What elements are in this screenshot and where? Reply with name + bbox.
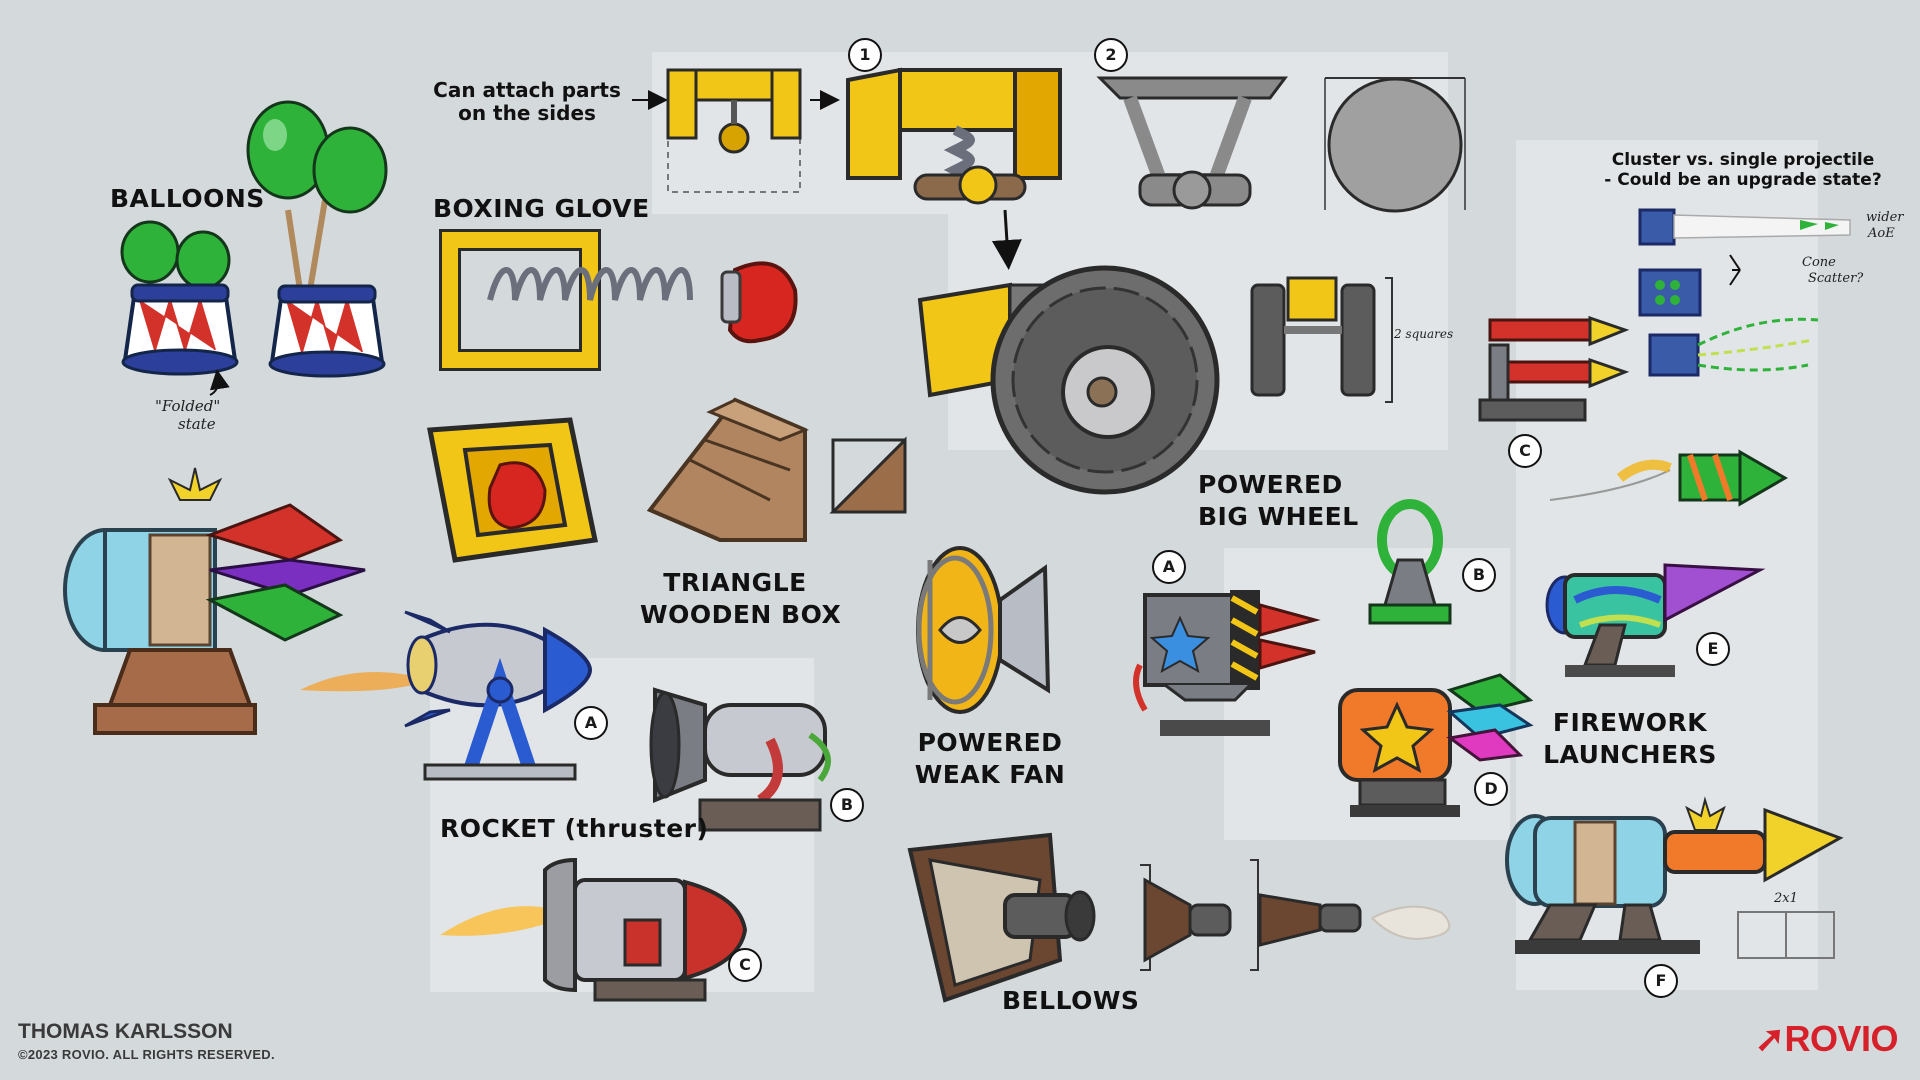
attach-parts-note-line2: on the sides: [458, 101, 596, 125]
firework-f-badge: F: [1644, 964, 1678, 998]
powered-big-wheel-label-line2: BIG WHEEL: [1198, 502, 1359, 531]
two-squares-note: 2 squares: [1394, 327, 1454, 341]
rovio-logo: ➚ROVIO: [1754, 1018, 1899, 1060]
rocket-c-badge: C: [728, 948, 762, 982]
firework-launcher-b: [1368, 499, 1452, 625]
boxing-glove-label: BOXING GLOVE: [433, 194, 650, 223]
powered-weak-fan-label-line1: POWERED: [917, 728, 1063, 757]
cluster-note-line2: - Could be an upgrade state?: [1604, 170, 1882, 190]
glove-crate-icon: [427, 417, 598, 563]
firework-a-badge: A: [1152, 550, 1186, 584]
folded-state-note-line1: "Folded": [155, 397, 221, 415]
step-2-badge: 2: [1094, 38, 1128, 72]
bellows-icon: [907, 832, 1451, 1003]
rocket-icon: [300, 610, 831, 1002]
triangle-box-label-line2: WOODEN BOX: [640, 600, 842, 629]
boxing-glove-icon: [439, 229, 798, 371]
firework-e-badge: E: [1696, 632, 1730, 666]
cluster-note-line1: Cluster vs. single projectile: [1611, 150, 1875, 170]
wooden-crate-icon: [646, 397, 907, 542]
fan-icon: [916, 546, 1051, 714]
firework-launcher-f: [1505, 796, 1844, 959]
attach-parts-note-line1: Can attach parts: [433, 78, 621, 102]
copyright-notice: ©2023 ROVIO. ALL RIGHTS RESERVED.: [18, 1047, 275, 1062]
firework-launcher-e: [1545, 563, 1766, 677]
wider-aoe-note-line2: AoE: [1868, 226, 1895, 241]
cone-scatter-note-line1: Cone: [1802, 255, 1836, 270]
firework-b-badge: B: [1462, 558, 1496, 592]
rocket-a-badge: A: [574, 706, 608, 740]
firework-launcher-a: [1133, 590, 1321, 736]
rovio-logo-mark: ➚: [1754, 1018, 1785, 1059]
wheel-icon: [917, 265, 1393, 495]
firework-d-badge: D: [1474, 772, 1508, 806]
firework-c-badge: C: [1508, 434, 1542, 468]
rocket-b-badge: B: [830, 788, 864, 822]
cluster-projectile-sketch: [1638, 208, 1851, 377]
cone-scatter-note-line2: Scatter?: [1808, 271, 1864, 286]
powered-weak-fan-label-line2: WEAK FAN: [914, 760, 1066, 789]
balloons-label: BALLOONS: [110, 184, 265, 213]
rovio-logo-text: ROVIO: [1784, 1018, 1898, 1059]
step-1-badge: 1: [848, 38, 882, 72]
powered-big-wheel-label-line1: POWERED: [1198, 470, 1343, 499]
firework-launcher-c: [1478, 315, 1788, 507]
firework-launchers-label-line1: FIREWORK: [1552, 708, 1708, 737]
attach-parts-sequence: [632, 67, 1466, 270]
firework-launcher-icon: [63, 467, 366, 735]
triangle-box-label-line1: TRIANGLE: [663, 568, 807, 597]
two-by-one-note: 2x1: [1774, 891, 1798, 906]
folded-state-note-line2: state: [178, 415, 216, 433]
firework-launchers-label-line2: LAUNCHERS: [1543, 740, 1717, 769]
artist-credit: THOMAS KARLSSON: [18, 1020, 233, 1043]
bellows-label: BELLOWS: [1002, 986, 1140, 1015]
firework-launcher-d: [1338, 673, 1534, 817]
balloon-icon: [120, 100, 388, 396]
rocket-thruster-label: ROCKET (thruster): [440, 814, 709, 843]
wider-aoe-note-line1: wider: [1866, 210, 1904, 225]
